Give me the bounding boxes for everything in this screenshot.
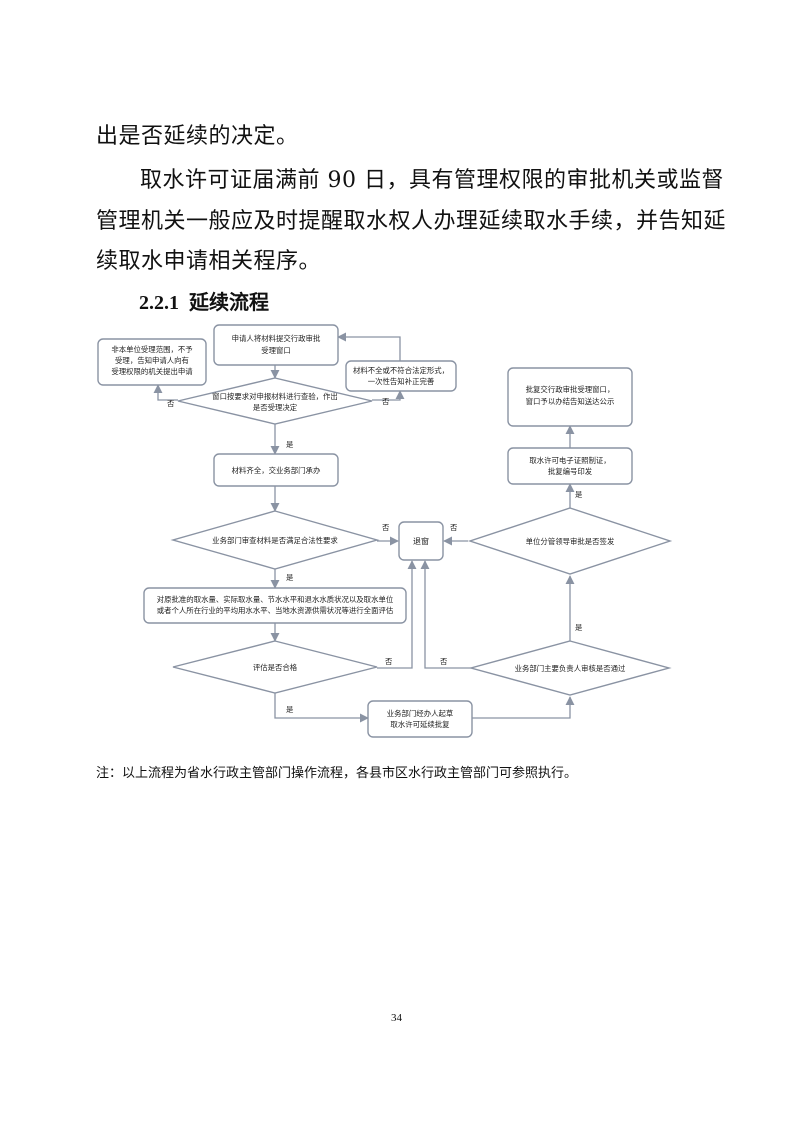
branch-label-no: 否 [385,657,393,666]
node-text: 材料齐全，交业务部门承办 [232,466,321,475]
node-text: 是否受理决定 [253,403,298,412]
connector [420,560,471,669]
node-complete: 材料齐全，交业务部门承办 [213,453,339,487]
node-dept-head: 业务部门主要负责人审核是否通过 [468,640,672,696]
flowchart-connectors [153,332,575,723]
node-text: 批复交行政审批受理窗口， [526,385,615,394]
node-text: 或者个人所在行业的平均用水水平、当地水资源供需状况等进行全面评估 [157,606,394,615]
node-text: 受理，告知申请人向有 [115,356,189,365]
paragraph-line: 管理机关一般应及时提醒取水权人办理延续取水手续，并告知延 [96,209,727,234]
node-text: 对原批准的取水量、实际取水量、节水水平和退水水质状况以及取水单位 [157,595,394,604]
branch-label-yes: 是 [575,623,583,632]
node-text: 受理权限的机关提出申请 [111,367,193,376]
node-issue: 取水许可电子证照制证， 批复编号印发 [507,447,633,485]
branch-label-no: 否 [382,523,390,532]
node-text: 一次性告知补正完善 [368,377,435,386]
footnote: 注：以上流程为省水行政主管部门操作流程，各县市区水行政主管部门可参照执行。 [96,766,578,781]
node-text: 材料不全或不符合法定形式， [353,366,449,375]
connector [377,560,417,669]
page-number: 34 [391,1012,402,1024]
node-text: 业务部门审查材料是否满足合法性要求 [212,536,338,545]
node-text: 窗口予以办结告知送达公示 [526,397,615,406]
node-text: 窗口按要求对申报材料进行查验，作出 [212,392,338,401]
branch-label-yes: 是 [286,573,294,582]
node-window-check: 窗口按要求对申报材料进行查验，作出 是否受理决定 [177,377,373,425]
connector [337,332,401,361]
node-text: 评估是否合格 [253,663,298,672]
section-number: 2.2.1 [139,292,179,314]
node-incomplete: 材料不全或不符合法定形式， 一次性告知补正完善 [345,360,457,392]
branch-labels: 否 否 是 否 否 是 否 否 是 是 是 [167,397,583,714]
node-deliver: 批复交行政审批受理窗口， 窗口予以办结告知送达公示 [507,367,633,427]
node-assess: 对原批准的取水量、实际取水量、节水水平和退水水质状况以及取水单位 或者个人所在行… [143,587,407,624]
branch-label-no: 否 [382,397,390,406]
node-text: 单位分管领导审批是否签发 [526,537,615,546]
connector [153,384,178,401]
node-text: 非本单位受理范围，不予 [111,345,193,354]
node-text: 退窗 [413,536,429,546]
branch-label-yes: 是 [286,440,294,449]
connector [372,390,405,401]
node-assess-ok: 评估是否合格 [172,640,378,694]
branch-label-yes: 是 [286,705,294,714]
node-return: 退窗 [398,521,444,561]
node-text: 取水许可电子证照制证， [529,456,610,465]
node-text: 申请人将材料提交行政审批 [232,334,321,343]
node-not-in-scope: 非本单位受理范围，不予 受理，告知申请人向有 受理权限的机关提出申请 [97,338,207,386]
branch-label-yes: 是 [575,490,583,499]
node-text: 业务部门经办人起草 [387,709,454,718]
node-text: 受理窗口 [261,346,291,355]
node-leader: 单位分管领导审批是否签发 [467,507,673,575]
node-submit: 申请人将材料提交行政审批 受理窗口 [213,324,339,366]
node-text: 批复编号印发 [548,467,593,476]
node-text: 业务部门主要负责人审核是否通过 [515,664,626,673]
paragraph-line: 出是否延续的决定。 [96,124,299,149]
section-heading: 2.2.1 延续流程 [139,286,269,315]
branch-label-no: 否 [440,657,448,666]
section-title: 延续流程 [189,292,269,314]
paragraph-line: 续取水申请相关程序。 [96,249,322,274]
branch-label-no: 否 [167,399,175,408]
flowchart: 申请人将材料提交行政审批 受理窗口 非本单位受理范围，不予 受理，告知申请人向有… [97,324,673,738]
branch-label-no: 否 [450,523,458,532]
paragraph-line: 取水许可证届满前 90 日，具有管理权限的审批机关或监督 [140,168,724,193]
connector [472,696,575,719]
node-legality-check: 业务部门审查材料是否满足合法性要求 [170,510,380,570]
node-draft: 业务部门经办人起草 取水许可延续批复 [367,700,473,738]
connector [274,693,369,723]
node-text: 取水许可延续批复 [390,720,450,729]
